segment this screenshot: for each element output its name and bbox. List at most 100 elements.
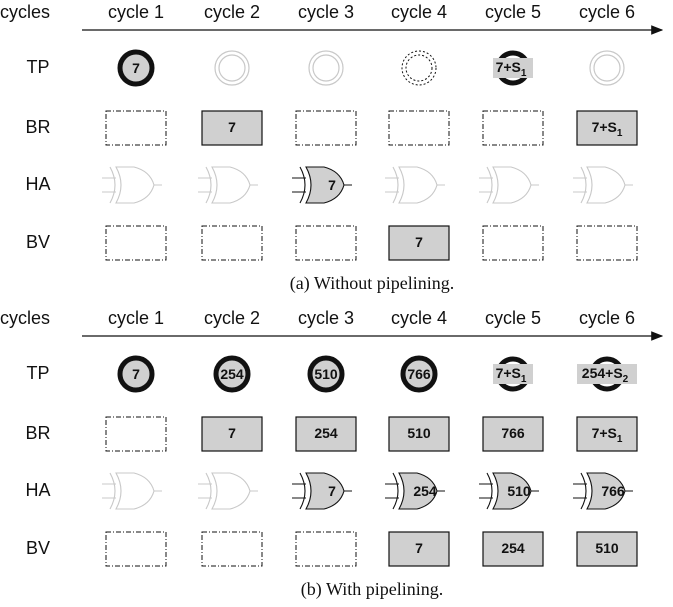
- tp-value: 7: [132, 366, 140, 382]
- ha-value: 7: [328, 177, 336, 193]
- cycle-label-1: cycle 1: [108, 2, 164, 22]
- br-value-main: 7+S: [592, 119, 617, 135]
- tp-value-main: 254+S: [582, 365, 623, 381]
- bv-value: 7: [415, 540, 423, 556]
- cycle-label-2: cycle 2: [204, 308, 260, 328]
- tp-value-main: 7: [132, 366, 140, 382]
- br-register: 7+S1: [576, 110, 638, 146]
- row-label-ha: HA: [25, 174, 50, 194]
- row-label-bv: BV: [26, 232, 50, 252]
- tp-value: 7: [132, 60, 140, 76]
- cycle-label-4: cycle 4: [391, 308, 447, 328]
- ha-value-main: 7: [328, 177, 336, 193]
- cycle-label-3: cycle 3: [298, 2, 354, 22]
- br-register: 254: [295, 416, 357, 452]
- br-register: 510: [388, 416, 450, 452]
- tp-node: [214, 50, 250, 86]
- br-register: [388, 110, 450, 146]
- bv-register: 7: [388, 225, 450, 261]
- tp-node: 7+S1: [493, 356, 533, 392]
- br-register: 7: [201, 416, 263, 452]
- br-register: [295, 110, 357, 146]
- tp-value: 7+S1: [496, 365, 527, 385]
- ha-value: 510: [507, 483, 531, 499]
- tp-value-main: 7+S: [496, 365, 521, 381]
- br-value-main: 7+S: [592, 425, 617, 441]
- row-label-ha: HA: [25, 480, 50, 500]
- tp-value: 254+S2: [582, 365, 629, 385]
- ha-xor-gate: [385, 166, 445, 204]
- ha-xor-gate: [102, 472, 162, 510]
- bv-value: 7: [415, 234, 423, 250]
- ha-xor-gate: 766: [573, 472, 633, 510]
- tp-value-main: 7: [132, 60, 140, 76]
- row-label-br: BR: [25, 117, 50, 137]
- tp-node: 254: [213, 355, 251, 393]
- br-value: 7+S1: [592, 119, 623, 139]
- br-value: 766: [501, 425, 525, 441]
- ha-value: 7: [328, 483, 336, 499]
- ha-xor-gate: [573, 166, 633, 204]
- bv-value-main: 254: [501, 540, 525, 556]
- row-label-tp: TP: [26, 363, 49, 383]
- ha-xor-gate: 510: [479, 472, 539, 510]
- bv-register: [576, 225, 638, 261]
- bv-register: [201, 531, 263, 567]
- panel-caption: (a) Without pipelining.: [290, 273, 454, 294]
- br-value-main: 766: [501, 425, 525, 441]
- br-register: [105, 110, 167, 146]
- tp-node: 254+S2: [577, 356, 637, 392]
- tp-value-main: 766: [407, 366, 431, 382]
- bv-register: [105, 531, 167, 567]
- cycle-label-5: cycle 5: [485, 308, 541, 328]
- br-value: 510: [407, 425, 431, 441]
- bv-value: 254: [501, 540, 525, 556]
- tp-node: 7: [117, 49, 155, 87]
- tp-value-main: 510: [314, 366, 338, 382]
- tp-node: 766: [400, 355, 438, 393]
- bv-value: 510: [595, 540, 619, 556]
- row-label-br: BR: [25, 423, 50, 443]
- br-register: [105, 416, 167, 452]
- tp-node: 510: [307, 355, 345, 393]
- ha-xor-gate: 7: [292, 166, 352, 204]
- tp-value-main: 254: [220, 366, 244, 382]
- tp-node: [589, 50, 625, 86]
- ha-xor-gate: 254: [385, 472, 445, 510]
- br-register: [482, 110, 544, 146]
- br-value-main: 254: [314, 425, 338, 441]
- ha-xor-gate: [198, 166, 258, 204]
- bv-register: 254: [482, 531, 544, 567]
- br-value-main: 7: [228, 425, 236, 441]
- br-value: 7+S1: [592, 425, 623, 445]
- ha-value-main: 7: [328, 483, 336, 499]
- bv-register: 7: [388, 531, 450, 567]
- ha-value-main: 254: [413, 483, 437, 499]
- br-value: 254: [314, 425, 338, 441]
- bv-value-main: 7: [415, 540, 423, 556]
- br-register: 7: [201, 110, 263, 146]
- ha-value-main: 766: [601, 483, 625, 499]
- tp-node: [308, 50, 344, 86]
- ha-value: 254: [413, 483, 437, 499]
- bv-register: [201, 225, 263, 261]
- bv-register: [105, 225, 167, 261]
- br-value-main: 7: [228, 119, 236, 135]
- ha-xor-gate: [198, 472, 258, 510]
- br-value: 7: [228, 425, 236, 441]
- bv-value-main: 7: [415, 234, 423, 250]
- tp-value-subscript: 1: [521, 68, 527, 79]
- cycle-label-5: cycle 5: [485, 2, 541, 22]
- cycles-label: cycles: [0, 2, 50, 22]
- br-value-subscript: 1: [617, 128, 623, 139]
- cycle-label-4: cycle 4: [391, 2, 447, 22]
- bv-value-main: 510: [595, 540, 619, 556]
- row-label-bv: BV: [26, 538, 50, 558]
- tp-value-subscript: 2: [623, 374, 629, 385]
- tp-value-main: 7+S: [496, 59, 521, 75]
- ha-xor-gate: 7: [292, 472, 352, 510]
- bv-register: [295, 531, 357, 567]
